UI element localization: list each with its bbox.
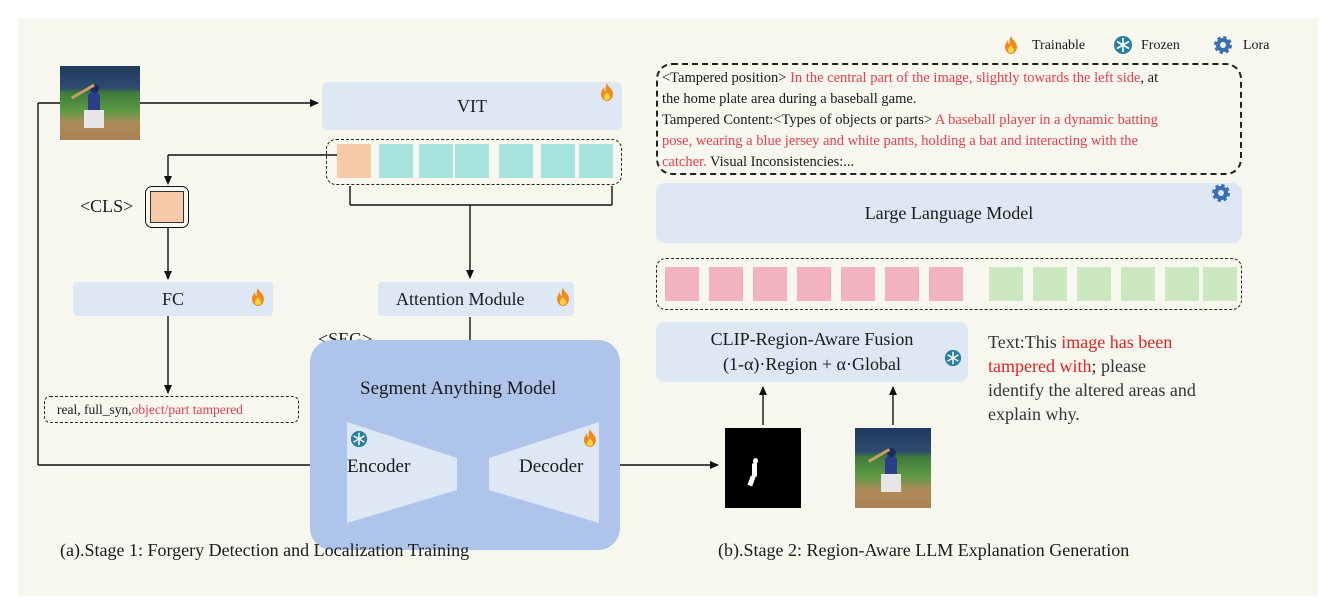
- fire-icon: [252, 288, 264, 306]
- llm-module: Large Language Model: [656, 183, 1242, 243]
- explanation-line: the home plate area during a baseball ga…: [662, 91, 917, 107]
- text-token: [1203, 267, 1237, 301]
- fusion-title: CLIP-Region-Aware Fusion: [710, 329, 914, 349]
- position-tag: <Tampered position>: [662, 70, 791, 86]
- detection-output: real, full_syn,object/part tampered: [44, 396, 299, 423]
- attention-module: Attention Module: [378, 282, 574, 316]
- attention-label: Attention Module: [396, 288, 525, 309]
- snowflake-icon: [944, 349, 962, 367]
- visual-token: [797, 267, 831, 301]
- visual-token: [885, 267, 919, 301]
- content-text: A baseball player in a dynamic batting: [934, 112, 1158, 128]
- vit-module: VIT: [322, 82, 622, 130]
- position-text: In the central part of the image, slight…: [790, 70, 1141, 86]
- legend-trainable: Trainable: [1032, 38, 1086, 53]
- patch-token: [419, 144, 453, 178]
- position-suffix: , at: [1140, 70, 1159, 86]
- text-token: [1033, 267, 1067, 301]
- output-normal-classes: real, full_syn,: [57, 401, 132, 417]
- vit-token-row: [326, 139, 622, 185]
- prompt-line: identify the altered areas and: [988, 380, 1196, 400]
- fc-module: FC: [73, 282, 273, 316]
- content-tag: Tampered Content:<Types of objects or pa…: [662, 112, 935, 128]
- input-image: [60, 66, 140, 140]
- patch-token: [455, 144, 489, 178]
- explanation-line: catcher. Visual Inconsistencies:...: [662, 152, 1158, 173]
- prompt-line: explain why.: [988, 404, 1080, 424]
- text-token: [1121, 267, 1155, 301]
- visual-token: [665, 267, 699, 301]
- visual-token: [753, 267, 787, 301]
- encoder-label: Encoder: [347, 456, 411, 477]
- visual-token: [709, 267, 743, 301]
- visual-token: [841, 267, 875, 301]
- cls-token-box: [145, 186, 189, 228]
- encoder-shape: [347, 422, 599, 523]
- cls-token: [337, 144, 371, 178]
- fusion-formula: (1-α)·Region + α·Global: [723, 354, 901, 374]
- gear-icon: [1212, 184, 1230, 202]
- fire-icon: [1005, 36, 1017, 54]
- text-token: [989, 267, 1023, 301]
- prompt-highlight: tampered with: [988, 356, 1092, 376]
- patch-token: [379, 144, 413, 178]
- stage1-caption: (a).Stage 1: Forgery Detection and Local…: [60, 540, 470, 560]
- mask-image: [725, 428, 801, 508]
- prompt-line: tampered with; please: [988, 354, 1196, 378]
- explanation-line: Tampered Content:<Types of objects or pa…: [662, 110, 1158, 131]
- explanation-text: <Tampered position> In the central part …: [662, 68, 1158, 173]
- snowflake-icon: [350, 430, 368, 448]
- explanation-line: pose, wearing a blue jersey and white pa…: [662, 133, 1138, 149]
- prompt-prefix: Text:This: [988, 332, 1062, 352]
- fire-icon: [601, 83, 613, 101]
- stage2-caption: (b).Stage 2: Region-Aware LLM Explanatio…: [718, 540, 1130, 560]
- fusion-module: CLIP-Region-Aware Fusion (1-α)·Region + …: [656, 322, 968, 382]
- fire-icon: [557, 288, 569, 306]
- text-prompt: Text:This image has been tampered with; …: [988, 330, 1196, 426]
- decoder-label: Decoder: [519, 456, 584, 477]
- content-end: catcher.: [662, 154, 707, 170]
- visual-token: [929, 267, 963, 301]
- patch-token: [579, 144, 613, 178]
- fc-label: FC: [161, 288, 185, 309]
- text-token: [1077, 267, 1111, 301]
- gear-icon: [1214, 36, 1232, 54]
- llm-token-row: [656, 258, 1242, 310]
- legend-lora: Lora: [1243, 38, 1270, 53]
- snowflake-icon: [1114, 36, 1132, 54]
- explanation-line: <Tampered position> In the central part …: [662, 68, 1158, 89]
- prompt-line: Text:This image has been: [988, 330, 1196, 354]
- fire-icon: [584, 429, 596, 447]
- patch-token: [541, 144, 575, 178]
- prompt-highlight: image has been: [1061, 332, 1173, 352]
- output-tampered-class: object/part tampered: [131, 401, 243, 417]
- prompt-text: ; please: [1091, 356, 1146, 376]
- llm-label: Large Language Model: [864, 202, 1034, 223]
- cls-label: <CLS>: [80, 196, 134, 216]
- explanation-output: [656, 63, 1242, 175]
- legend-frozen: Frozen: [1141, 38, 1180, 53]
- input-image: [855, 428, 931, 508]
- text-token: [1165, 267, 1199, 301]
- inconsistency-tag: Visual Inconsistencies:...: [706, 154, 855, 170]
- sam-title: Segment Anything Model: [360, 378, 557, 399]
- vit-label: VIT: [457, 95, 487, 116]
- patch-token: [499, 144, 533, 178]
